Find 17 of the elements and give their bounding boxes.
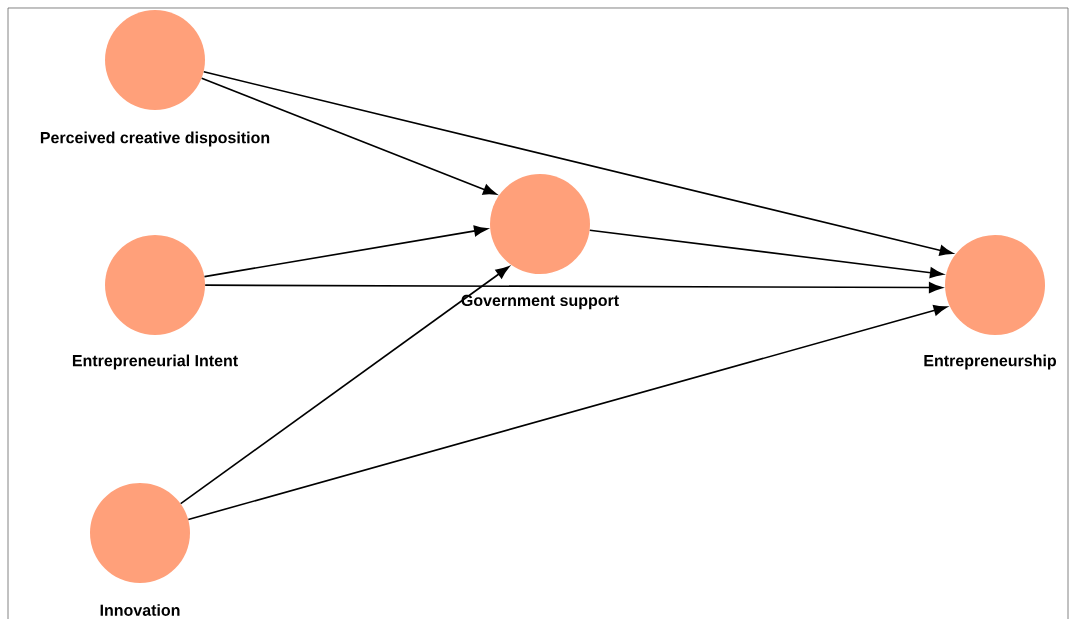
arrow <box>203 225 488 278</box>
arrow <box>179 266 510 505</box>
node-label: Entrepreneurship <box>924 354 1057 370</box>
node-label: Government support <box>461 294 619 310</box>
arrow <box>200 77 497 195</box>
arrow <box>204 282 943 293</box>
circle-node: Innovation <box>90 483 190 616</box>
node-label: Innovation <box>100 604 180 616</box>
circle-node: Entrepreneurial Intent <box>72 235 238 370</box>
arrow <box>589 229 944 279</box>
node-label: Entrepreneurial Intent <box>72 354 238 370</box>
circle-node: Government support <box>461 174 619 310</box>
node-label: Perceived creative disposition <box>40 131 270 147</box>
arrow <box>187 305 948 521</box>
circle-node: Entrepreneurship <box>924 235 1057 370</box>
circle-node: Perceived creative disposition <box>40 10 270 147</box>
arrow <box>203 71 954 256</box>
